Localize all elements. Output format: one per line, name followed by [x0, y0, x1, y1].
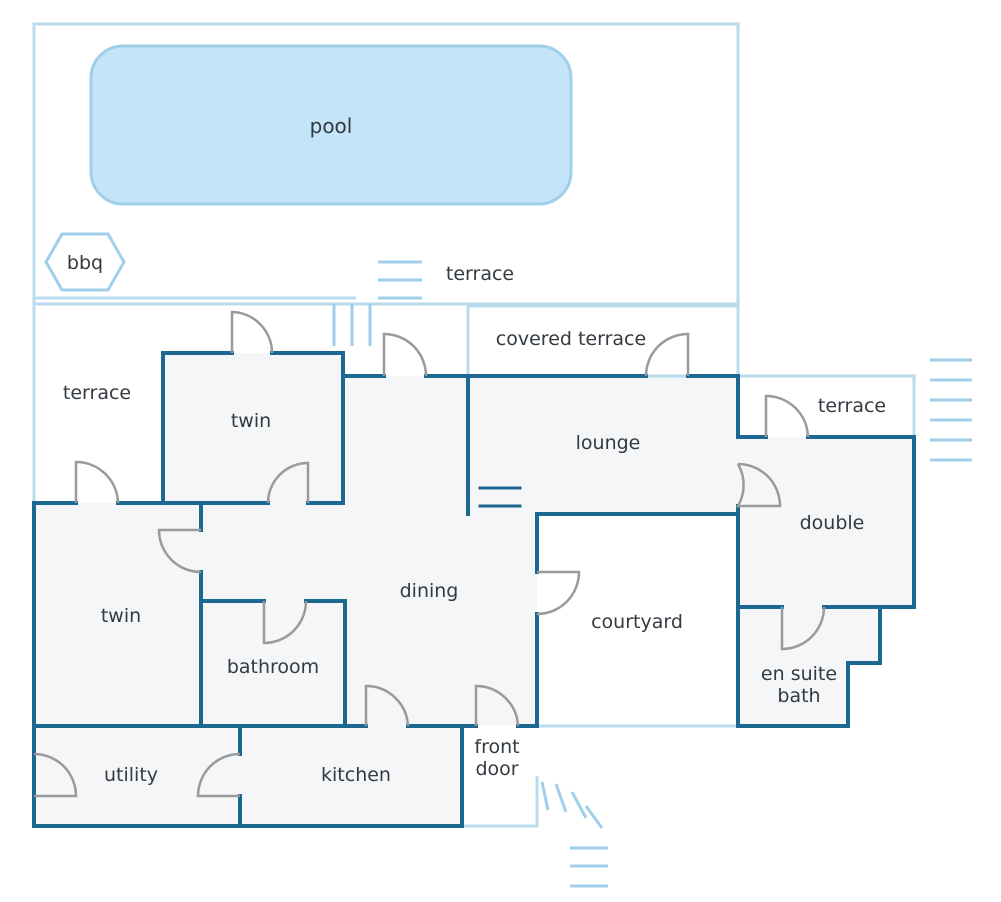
- terrace-steps: [332, 260, 422, 346]
- terrace-top-label: terrace: [446, 263, 514, 285]
- kitchen-label: kitchen: [321, 764, 391, 786]
- double-label: double: [800, 512, 865, 534]
- lounge-markers: [478, 486, 522, 508]
- front-door-label-line1: front: [474, 736, 519, 758]
- dining-fill: [201, 503, 537, 726]
- door-swing-lounge-double: [735, 462, 782, 508]
- door-swing-en-suite: [780, 606, 826, 651]
- bbq-shape: [44, 232, 126, 292]
- front-step-1: [540, 781, 550, 811]
- labels: pool bbq terrace terrace covered terrace…: [63, 114, 886, 786]
- door-swing-utility: [33, 752, 78, 798]
- door-swing-hall: [382, 332, 428, 377]
- twin-left-fill: [34, 503, 201, 726]
- utility-fill: [34, 726, 240, 826]
- front-step-4: [584, 805, 604, 829]
- kitchen-fill: [240, 726, 462, 826]
- door-swing-covered-terrace: [644, 332, 690, 377]
- en-suite-label-line1: en suite: [761, 663, 837, 685]
- courtyard-label: courtyard: [591, 611, 683, 633]
- door-swing-twin-left-top: [74, 460, 120, 504]
- garden-boundary: [32, 22, 740, 306]
- door-swing-terrace-right: [764, 394, 810, 438]
- door-swing-twin-upper-bottom: [266, 461, 310, 504]
- front-path-outline: [462, 776, 539, 828]
- door-swing-bathroom: [262, 600, 308, 645]
- terrace-right-label: terrace: [818, 395, 886, 417]
- pool-shape: [89, 44, 573, 206]
- lounge-fill: [468, 376, 738, 514]
- bbq-label: bbq: [67, 252, 103, 274]
- doors: [33, 310, 826, 798]
- walls: [32, 351, 916, 828]
- front-step-3: [570, 791, 588, 819]
- room-fills: [34, 353, 914, 826]
- door-swing-twin-left: [157, 528, 202, 574]
- right-steps: [930, 358, 972, 462]
- terrace-right-outline: [738, 374, 916, 437]
- twin-upper-fill: [163, 353, 343, 503]
- door-swing-utility-kitchen: [196, 752, 241, 798]
- door-swing-kitchen: [364, 684, 410, 727]
- en-suite-label-line2: bath: [777, 685, 820, 707]
- en-suite-fill: [738, 607, 880, 726]
- front-steps: [540, 781, 608, 888]
- twin-upper-label: twin: [231, 410, 271, 432]
- front-step-2: [554, 783, 568, 813]
- twin-left-label: twin: [101, 605, 141, 627]
- utility-label: utility: [104, 764, 158, 786]
- twin-upper-walls: [161, 351, 234, 505]
- bathroom-label: bathroom: [227, 656, 319, 678]
- en-suite-walls: [736, 605, 882, 728]
- covered-terrace-label: covered terrace: [496, 328, 646, 350]
- terrace-left-label: terrace: [63, 382, 131, 404]
- double-fill: [738, 437, 914, 607]
- lounge-label: lounge: [576, 432, 641, 454]
- door-swing-courtyard: [536, 570, 581, 616]
- front-door-label-line2: door: [475, 758, 518, 780]
- door-swing-front: [474, 684, 520, 727]
- pool-label: pool: [310, 114, 353, 138]
- dining-label: dining: [400, 580, 459, 602]
- door-swing-twin-upper-top: [230, 310, 274, 354]
- twin-upper-top-right: [270, 351, 345, 505]
